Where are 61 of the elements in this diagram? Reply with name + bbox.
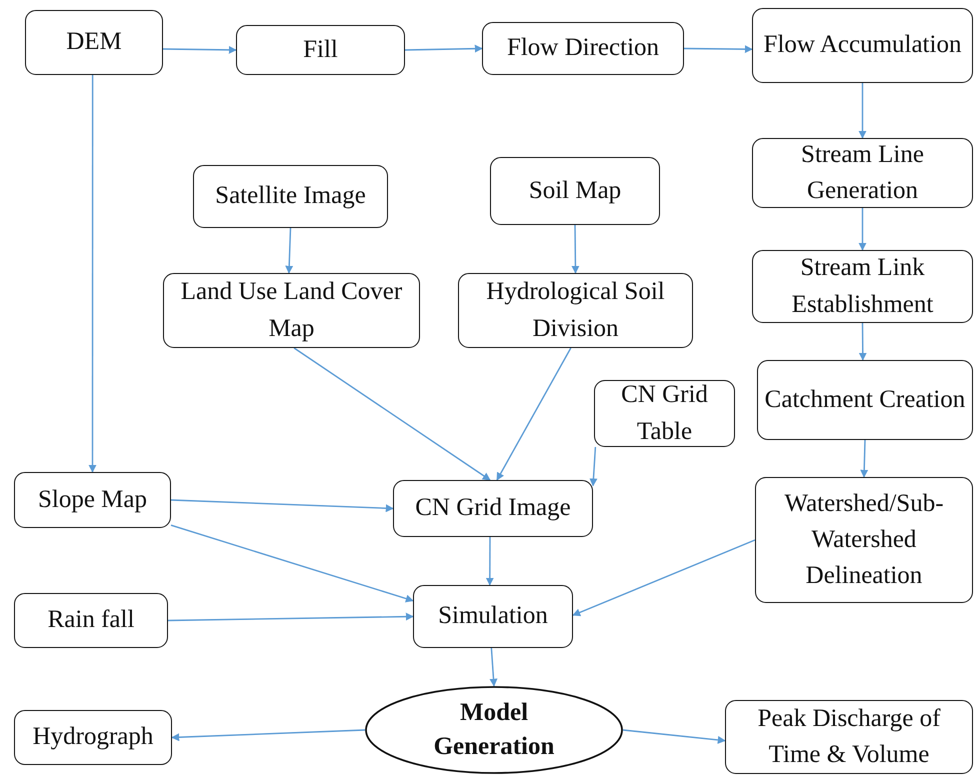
process-box xyxy=(725,700,973,774)
process-box xyxy=(236,25,405,75)
node-label: Catchment Creation xyxy=(764,384,966,415)
node-label: Hydrograph xyxy=(32,722,154,752)
arrow xyxy=(404,44,483,53)
process-box xyxy=(757,360,973,440)
arrow xyxy=(496,348,572,481)
node-label: Soil Map xyxy=(528,176,622,206)
process-box xyxy=(594,380,735,447)
arrow xyxy=(858,83,866,139)
arrow xyxy=(490,648,498,687)
process-box xyxy=(14,593,168,648)
node-label: Peak Discharge of Time & Volume xyxy=(756,704,942,770)
arrow xyxy=(589,446,598,486)
arrow xyxy=(860,440,868,478)
node-label: Rain fall xyxy=(46,605,136,636)
process-box xyxy=(752,8,973,83)
arrow xyxy=(684,45,753,54)
arrow xyxy=(858,323,867,361)
terminal-ellipse xyxy=(365,686,623,774)
node-label: Fill xyxy=(302,34,339,65)
process-box xyxy=(458,273,693,348)
arrow xyxy=(163,46,237,54)
arrow xyxy=(168,612,414,622)
process-box xyxy=(25,10,163,75)
arrow xyxy=(285,228,294,274)
arrow xyxy=(622,729,726,744)
process-box xyxy=(752,138,973,208)
node-label: Stream Link Establishment xyxy=(790,253,934,320)
node-label: Model Generation xyxy=(432,698,556,762)
process-box xyxy=(482,22,684,75)
node-label: CN Grid Image xyxy=(414,493,572,524)
arrow xyxy=(170,524,414,602)
process-box xyxy=(755,477,973,603)
node-label: Stream Line Generation xyxy=(800,140,925,206)
process-box xyxy=(14,472,171,528)
node-label: Hydrological Soil Division xyxy=(485,277,666,344)
process-box xyxy=(490,157,660,225)
node-label: Watershed/Sub-Watershed Delineation xyxy=(783,488,945,592)
process-box xyxy=(752,250,973,323)
arrow xyxy=(571,225,580,274)
node-label: CN Grid Table xyxy=(620,380,709,446)
process-box xyxy=(193,165,388,228)
arrow xyxy=(88,75,96,473)
process-box xyxy=(14,710,172,765)
arrow xyxy=(572,539,756,616)
node-label: Flow Accumulation xyxy=(762,30,962,60)
arrow xyxy=(858,208,866,251)
process-box xyxy=(163,273,420,348)
node-label: Slope Map xyxy=(36,484,148,515)
node-label: Satellite Image xyxy=(214,181,367,212)
process-box xyxy=(393,480,593,537)
node-label: Simulation xyxy=(437,601,549,632)
node-label: DEM xyxy=(65,27,123,58)
arrow xyxy=(171,729,366,742)
arrow xyxy=(294,347,491,481)
node-label: Flow Direction xyxy=(506,33,660,64)
process-box xyxy=(413,585,573,648)
arrow xyxy=(486,537,494,586)
arrow xyxy=(170,499,394,512)
node-label: Land Use Land Cover Map xyxy=(180,277,404,344)
